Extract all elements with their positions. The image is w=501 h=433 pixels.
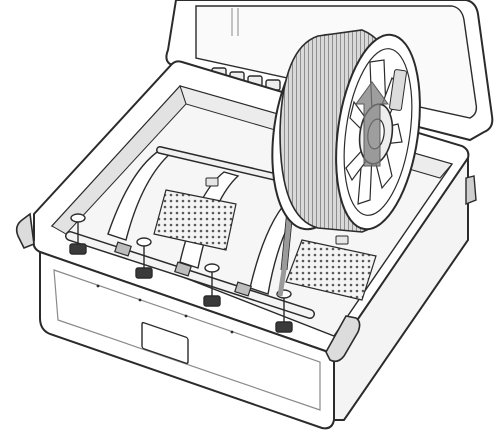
roller-front-highlight — [66, 232, 314, 318]
box-right-face — [333, 154, 469, 421]
lid-groove — [231, 8, 239, 36]
guide-1 — [69, 213, 87, 255]
spool-front-flange-inner-ring — [343, 48, 413, 216]
guide-2 — [135, 237, 153, 279]
front-rail-dots — [96, 284, 234, 334]
guide-3 — [203, 263, 221, 307]
desiccant-panel-right — [285, 239, 377, 301]
left-handle — [15, 212, 35, 250]
box-inner-left-wall — [51, 85, 187, 235]
spool-flange-label — [389, 69, 407, 111]
desiccant-clip-right — [335, 235, 349, 245]
upward-arrow-icon — [355, 81, 389, 167]
desiccant-panel-left — [153, 189, 237, 251]
roller-bands — [114, 241, 252, 297]
desiccant-clip-left — [205, 177, 219, 187]
right-clasp — [465, 175, 477, 206]
desiccant-panels — [153, 177, 377, 301]
right-handle — [325, 315, 361, 363]
front-label-window — [141, 321, 189, 365]
